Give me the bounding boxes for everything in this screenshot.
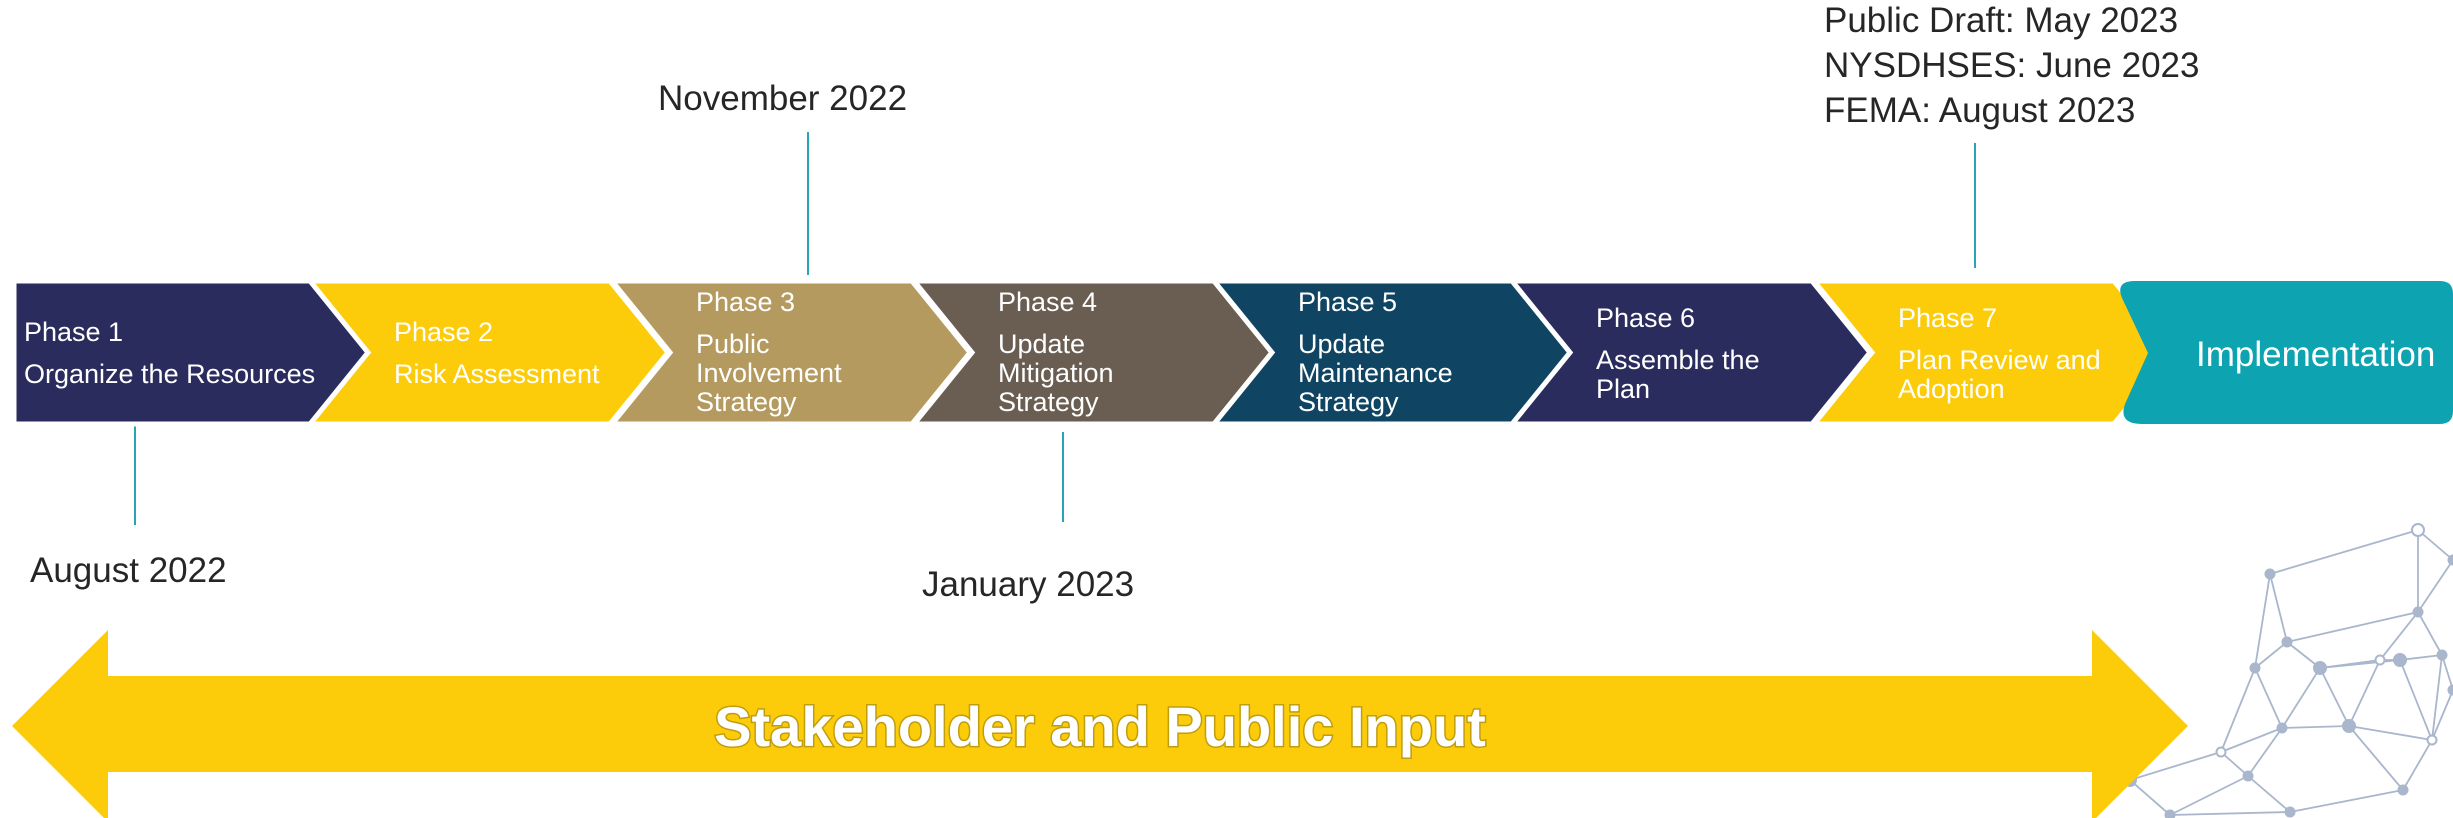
network-edge — [2129, 779, 2171, 816]
phase-3-desc-line: Involvement — [696, 358, 842, 388]
network-edge — [2289, 789, 2404, 813]
network-graphic — [2123, 523, 2453, 818]
network-node — [2393, 653, 2407, 667]
network-edge — [2247, 727, 2283, 777]
network-edge — [2254, 641, 2288, 669]
network-edge — [2247, 775, 2291, 813]
phase-7-chevron — [1808, 278, 2176, 427]
phase-5-title: Phase 5 — [1298, 287, 1397, 317]
phase-1-desc-line: Organize the Resources — [24, 359, 315, 389]
phase-chevrons: Phase 1 Organize the Resources Phase 2 Risk… — [11, 278, 2176, 427]
phase-3-desc-line: Public — [696, 329, 770, 359]
network-node — [2281, 636, 2293, 648]
phase-6-desc-line: Plan — [1596, 374, 1650, 404]
phase-3-title: Phase 3 — [696, 287, 795, 317]
network-edge — [2348, 659, 2381, 727]
network-node — [2215, 746, 2227, 758]
network-edge — [2379, 611, 2419, 661]
network-node — [2412, 606, 2424, 618]
network-edge — [2399, 659, 2433, 741]
network-edge — [2220, 667, 2256, 753]
network-edge — [2399, 654, 2443, 661]
network-edge — [2169, 811, 2291, 816]
network-node — [2249, 662, 2261, 674]
network-edge — [2281, 725, 2350, 729]
phase-2-title: Phase 2 — [394, 317, 493, 347]
network-node — [2264, 568, 2276, 580]
network-edge — [2417, 529, 2453, 561]
date-phase7-draft: Public Draft: May 2023 — [1824, 1, 2178, 40]
network-edge — [2269, 529, 2419, 575]
phase-7-desc-line: Plan Review and — [1898, 345, 2101, 375]
phase-7-desc-line: Adoption — [1898, 374, 2005, 404]
phase-4-desc-line: Update — [998, 329, 1085, 359]
network-edge — [2169, 775, 2249, 816]
phase-4-desc-line: Mitigation — [998, 358, 1114, 388]
phase-5-desc-line: Strategy — [1298, 387, 1399, 417]
network-edge — [2319, 659, 2401, 669]
network-edge — [2220, 751, 2249, 777]
network-node — [2374, 654, 2386, 666]
date-phase7-nysdhses: NYSDHSES: June 2023 — [1824, 46, 2199, 85]
network-edge — [2348, 725, 2404, 791]
network-edge — [2417, 559, 2453, 613]
date-phase7-fema: FEMA: August 2023 — [1824, 91, 2135, 130]
network-edge — [2269, 573, 2288, 643]
phase-7-title: Phase 7 — [1898, 303, 1997, 333]
date-phase1: August 2022 — [30, 551, 227, 590]
network-edge — [2254, 667, 2283, 729]
phase-5-desc-line: Update — [1298, 329, 1385, 359]
date-phase3: November 2022 — [658, 79, 907, 118]
network-edge — [2348, 725, 2433, 741]
implementation-label: Implementation — [2196, 335, 2435, 374]
stakeholder-banner-label: Stakeholder and Public Input — [714, 695, 1486, 758]
phase-1-title: Phase 1 — [24, 317, 123, 347]
phase-2-desc-line: Risk Assessment — [394, 359, 600, 389]
network-node — [2284, 806, 2296, 818]
network-edge — [2431, 689, 2453, 741]
phase-1-chevron — [11, 278, 376, 427]
network-node — [2436, 649, 2448, 661]
network-edge — [2441, 654, 2453, 691]
network-edge — [2431, 654, 2443, 741]
phase-5-desc-line: Maintenance — [1298, 358, 1453, 388]
network-node — [2397, 784, 2409, 796]
network-edge — [2417, 611, 2443, 656]
phase-6-desc-line: Assemble the — [1596, 345, 1760, 375]
phase-4-title: Phase 4 — [998, 287, 1097, 317]
network-node — [2342, 719, 2356, 733]
stakeholder-double-arrow — [12, 630, 2188, 818]
date-phase4: January 2023 — [922, 565, 1134, 604]
phase-4-desc-line: Strategy — [998, 387, 1099, 417]
network-edge — [2319, 667, 2350, 727]
network-node — [2242, 770, 2254, 782]
network-edge — [2402, 739, 2433, 791]
network-edge — [2286, 611, 2419, 643]
network-edge — [2286, 641, 2321, 669]
network-node — [2276, 722, 2288, 734]
network-edge — [2254, 573, 2271, 669]
network-node — [2447, 684, 2453, 696]
implementation-block — [2115, 281, 2453, 424]
network-node — [2426, 734, 2438, 746]
network-node — [2411, 523, 2425, 537]
phase-6-title: Phase 6 — [1596, 303, 1695, 333]
phase-3-desc-line: Strategy — [696, 387, 797, 417]
network-edge — [2220, 727, 2283, 753]
network-node — [2164, 809, 2176, 818]
network-node — [2313, 661, 2327, 675]
network-node — [2447, 554, 2453, 566]
network-edge — [2129, 751, 2222, 781]
network-edge — [2281, 667, 2321, 729]
